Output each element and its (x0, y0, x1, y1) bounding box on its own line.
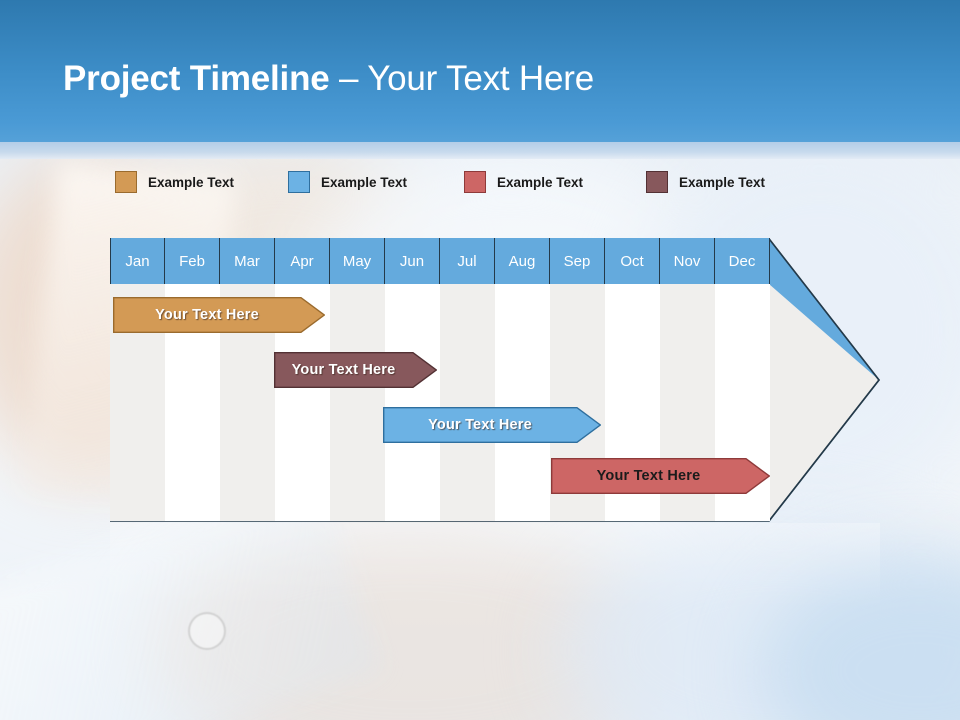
title-band (0, 0, 960, 142)
month-column-body (440, 284, 495, 521)
page-title-bold: Project Timeline (63, 59, 330, 98)
legend-swatch-icon (288, 171, 310, 193)
timeline-bar-shape (113, 297, 325, 333)
month-header-may[interactable]: May (330, 238, 385, 284)
month-column-body (385, 284, 440, 521)
background-watch-shape (188, 612, 226, 650)
legend-item-label: Example Text (497, 174, 584, 190)
month-header-feb[interactable]: Feb (165, 238, 220, 284)
timeline-bar-label: Your Text Here (428, 417, 532, 433)
legend-swatch-icon (115, 171, 137, 193)
legend-item-1[interactable]: Example Text (115, 168, 234, 196)
legend-swatch-icon (646, 171, 668, 193)
page-title-rest: – Your Text Here (329, 59, 594, 98)
page-title: Project Timeline – Your Text Here (63, 57, 594, 101)
month-header-dec[interactable]: Dec (715, 238, 770, 284)
legend-item-label: Example Text (321, 174, 408, 190)
timeline-bar-3[interactable]: Your Text Here (383, 407, 601, 443)
month-header-apr[interactable]: Apr (275, 238, 330, 284)
timeline-bar-shape (274, 352, 437, 388)
month-header-aug[interactable]: Aug (495, 238, 550, 284)
legend-item-3[interactable]: Example Text (464, 168, 583, 196)
timeline-column-aug: Aug (495, 238, 550, 521)
month-header-oct[interactable]: Oct (605, 238, 660, 284)
title-underband (0, 142, 960, 159)
timeline-bar-2[interactable]: Your Text Here (274, 352, 437, 388)
month-header-jan[interactable]: Jan (110, 238, 165, 284)
timeline-column-jul: Jul (440, 238, 495, 521)
timeline-bar-4[interactable]: Your Text Here (551, 458, 770, 494)
timeline-bar-shape (383, 407, 601, 443)
month-column-body (495, 284, 550, 521)
month-header-jul[interactable]: Jul (440, 238, 495, 284)
month-header-nov[interactable]: Nov (660, 238, 715, 284)
legend: Example Text Example Text Example Text Exam… (0, 168, 960, 196)
timeline-bar-shape (551, 458, 770, 494)
timeline-column-feb: Feb (165, 238, 220, 521)
month-header-sep[interactable]: Sep (550, 238, 605, 284)
legend-item-label: Example Text (148, 174, 235, 190)
timeline-bar-label: Your Text Here (155, 307, 259, 323)
timeline-column-mar: Mar (220, 238, 275, 521)
month-header-jun[interactable]: Jun (385, 238, 440, 284)
legend-swatch-icon (464, 171, 486, 193)
legend-item-label: Example Text (679, 174, 766, 190)
timeline-bar-label: Your Text Here (596, 468, 701, 484)
timeline-bar-label: Your Text Here (291, 362, 396, 378)
month-header-mar[interactable]: Mar (220, 238, 275, 284)
timeline-bar-1[interactable]: Your Text Here (113, 297, 325, 333)
legend-item-4[interactable]: Example Text (646, 168, 765, 196)
timeline-column-jan: Jan (110, 238, 165, 521)
legend-item-2[interactable]: Example Text (288, 168, 407, 196)
month-column-body (330, 284, 385, 521)
